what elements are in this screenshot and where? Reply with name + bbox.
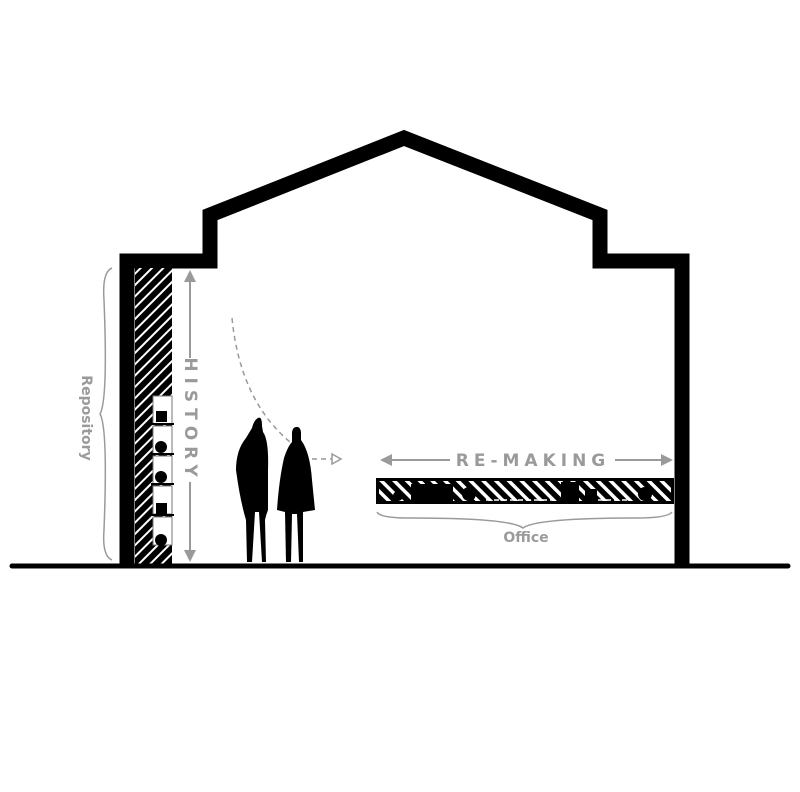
people-silhouettes — [236, 417, 315, 562]
archive-shelves — [151, 395, 174, 546]
person-right-icon — [277, 426, 315, 562]
circle-object-icon — [155, 534, 167, 546]
arrowhead-icon — [331, 452, 343, 466]
history-annotation: HISTORY — [180, 270, 200, 562]
shelf-box-5 — [152, 516, 173, 546]
shelf-box-2 — [151, 425, 174, 455]
brace-icon — [99, 267, 113, 561]
desk-block-icon — [411, 484, 453, 501]
repository-label: Repository — [78, 375, 94, 460]
circle-object-icon — [462, 487, 476, 501]
remaking-label: RE-MAKING — [456, 451, 611, 471]
square-object-icon — [156, 411, 167, 422]
history-label: HISTORY — [180, 357, 200, 482]
shelf-box-3 — [151, 455, 174, 485]
circle-object-icon — [393, 491, 403, 501]
brace-icon — [376, 511, 673, 529]
desk-block-icon — [561, 482, 579, 501]
office-label: Office — [503, 530, 548, 546]
sightline-annotation — [231, 317, 343, 466]
office-annotation: Office — [376, 511, 673, 546]
person-left-icon — [236, 417, 269, 562]
square-object-icon — [156, 503, 167, 514]
shelf-box-4 — [151, 485, 174, 516]
circle-object-icon — [155, 441, 167, 453]
square-object-icon — [585, 489, 597, 501]
circle-object-icon — [638, 487, 652, 501]
building-outline — [119, 129, 690, 565]
shelf-box-1 — [151, 395, 174, 425]
remaking-annotation: RE-MAKING — [380, 451, 673, 471]
circle-object-icon — [155, 471, 167, 483]
repository-annotation: Repository — [78, 267, 113, 561]
office-strip — [376, 478, 674, 504]
